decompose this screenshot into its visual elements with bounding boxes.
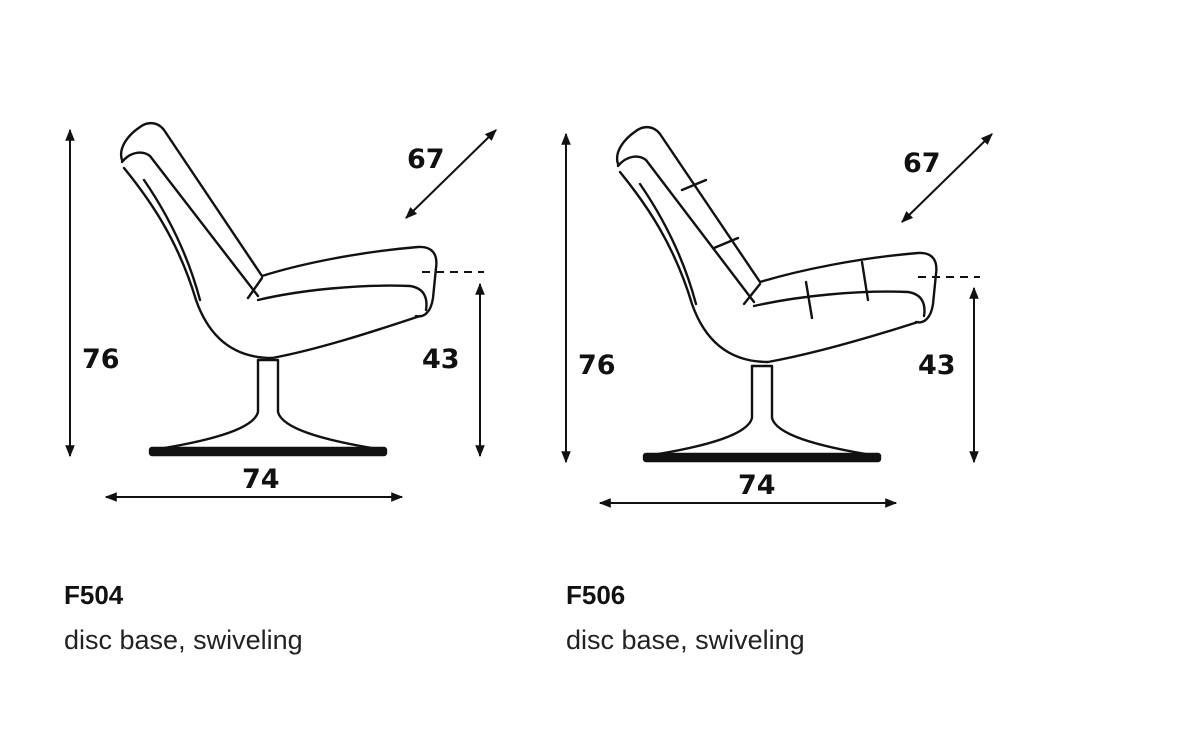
chair-f506-base — [642, 452, 882, 463]
f504-caption: F504 disc base, swiveling — [64, 580, 303, 656]
chair-f506-stem — [750, 364, 880, 458]
f506-height-label: 76 — [578, 350, 616, 381]
chair-f504-drawing — [119, 122, 438, 457]
chair-f504-stem — [256, 358, 386, 452]
f504-seat-height-label: 43 — [422, 344, 460, 375]
f506-caption: F506 disc base, swiveling — [566, 580, 805, 656]
f504-depth-line — [405, 129, 497, 219]
chair-f504-shell-back — [122, 166, 422, 360]
chair-f506-drawing — [615, 126, 938, 463]
chair-f506-tufts — [680, 178, 870, 320]
f506-model-code: F506 — [566, 580, 626, 610]
chair-f504-dimensions — [65, 128, 497, 502]
f506-seat-height-label: 43 — [918, 350, 956, 381]
chair-drawings: 76 67 43 74 76 67 43 74 — [65, 122, 993, 508]
chair-f506-shell — [615, 126, 938, 324]
f504-description: disc base, swiveling — [64, 625, 303, 655]
chair-f506-dimensions — [561, 132, 993, 508]
f506-description: disc base, swiveling — [566, 625, 805, 655]
f504-width-label: 74 — [242, 464, 280, 495]
chair-f506-shell-back — [618, 170, 920, 364]
f504-height-label: 76 — [82, 344, 120, 375]
f504-depth-label: 67 — [407, 144, 445, 175]
f506-depth-label: 67 — [903, 148, 941, 179]
chair-f504-base — [148, 446, 388, 457]
f506-depth-line — [901, 133, 993, 223]
f506-width-label: 74 — [738, 470, 776, 501]
chair-f504-shell — [119, 122, 438, 318]
f504-model-code: F504 — [64, 580, 124, 610]
